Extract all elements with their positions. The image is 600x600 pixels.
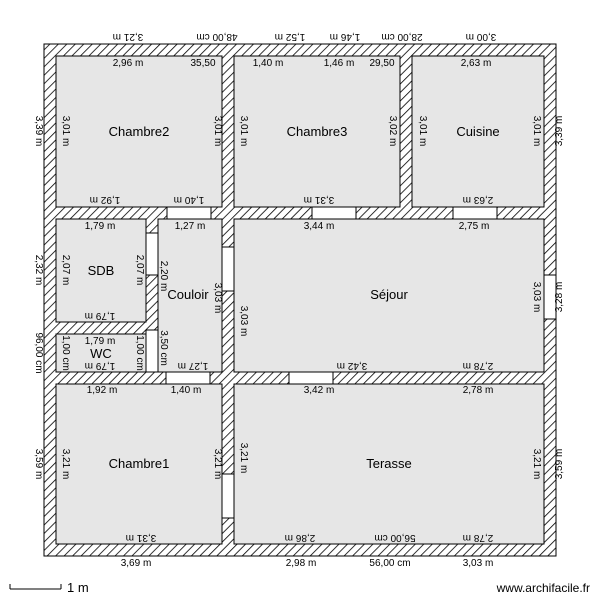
dim-chambre1-top-b: 1,40 m <box>171 385 202 396</box>
dim-sejour-top-b: 2,75 m <box>459 221 490 232</box>
room-sdb <box>55 218 147 323</box>
dim-chambre1-top-a: 1,92 m <box>87 385 118 396</box>
dim-right-outer-1: 3,39 m <box>554 116 565 147</box>
dim-top-inner-3: 1,40 m <box>253 58 284 69</box>
dim-top-outer-1: 3,21 m <box>113 31 144 42</box>
label-cuisine: Cuisine <box>456 124 499 139</box>
dim-chambre3-left: 3,01 m <box>238 116 249 147</box>
room-chambre1 <box>55 383 223 545</box>
dim-bottom-outer-4: 3,03 m <box>463 558 494 569</box>
dim-terasse-bottom-b: 56,00 cm <box>374 532 415 543</box>
door-terasse <box>288 371 334 385</box>
dim-cuisine-right: 3,01 m <box>531 116 542 147</box>
label-couloir: Couloir <box>167 287 209 302</box>
scale-bar <box>9 584 62 590</box>
dim-sdb-left: 2,07 m <box>60 255 71 286</box>
dim-terasse-bottom-c: 2,78 m <box>463 532 494 543</box>
dim-top-outer-4: 1,46 m <box>330 31 361 42</box>
dim-wc-left: 1,00 cm <box>60 335 71 371</box>
dim-chambre3-bottom: 3,31 m <box>304 194 335 205</box>
dim-couloir-bottom: 1,27 m <box>178 360 209 371</box>
label-sejour: Séjour <box>370 287 408 302</box>
label-terasse: Terasse <box>366 456 412 471</box>
dim-chambre3-right: 3,02 m <box>387 116 398 147</box>
door-chambre3 <box>311 206 357 220</box>
dim-cuisine-bottom: 2,63 m <box>463 194 494 205</box>
dim-sejour-right: 3,03 m <box>531 282 542 313</box>
dim-terasse-right: 3,21 m <box>531 449 542 480</box>
dim-chambre2-bottom-a: 1,92 m <box>90 194 121 205</box>
dim-left-outer-4: 3,59 m <box>33 449 44 480</box>
dim-left-outer-1: 3,39 m <box>33 116 44 147</box>
dim-sdb-top: 1,79 m <box>85 221 116 232</box>
dim-right-outer-3: 3,59 m <box>554 449 565 480</box>
label-wc: WC <box>90 346 112 361</box>
dim-terasse-bottom-a: 2,86 m <box>285 532 316 543</box>
dim-left-outer-3: 96,00 cm <box>33 332 44 373</box>
dim-top-inner-1: 2,96 m <box>113 58 144 69</box>
dim-couloir-left2: 3,50 cm <box>158 330 169 366</box>
dim-couloir-left: 2,20 m <box>158 261 169 292</box>
dim-sejour-top-a: 3,44 m <box>304 221 335 232</box>
door-wc <box>145 329 159 373</box>
dim-bottom-outer-1: 3,69 m <box>121 558 152 569</box>
dim-chambre2-left: 3,01 m <box>60 116 71 147</box>
dim-chambre1-left: 3,21 m <box>60 449 71 480</box>
dim-top-outer-2: 48,00 cm <box>196 31 237 42</box>
dim-left-outer-2: 2,32 m <box>33 255 44 286</box>
dim-wc-top: 1,79 m <box>85 336 116 347</box>
label-chambre2: Chambre2 <box>109 124 170 139</box>
dim-right-outer-2: 3,28 m <box>554 282 565 313</box>
dim-chambre2-right: 3,01 m <box>212 116 223 147</box>
dim-bottom-outer-3: 56,00 cm <box>369 558 410 569</box>
dim-terasse-top-a: 3,42 m <box>304 385 335 396</box>
door-sdb <box>145 232 159 276</box>
dim-cuisine-left: 3,01 m <box>417 116 428 147</box>
dim-chambre1-bottom: 3,31 m <box>126 532 157 543</box>
dim-bottom-outer-2: 2,98 m <box>286 558 317 569</box>
room-chambre3 <box>233 55 401 208</box>
dim-wc-bottom: 1,79 m <box>85 360 116 371</box>
room-sejour <box>233 218 545 373</box>
dim-top-inner-5: 29,50 <box>369 58 394 69</box>
dim-couloir-right: 3,03 m <box>212 283 223 314</box>
label-chambre1: Chambre1 <box>109 456 170 471</box>
door-sejour <box>221 246 235 292</box>
dim-sejour-bottom-a: 3,42 m <box>337 360 368 371</box>
watermark: www.archifacile.fr <box>496 581 590 595</box>
dim-sejour-bottom-b: 2,78 m <box>463 360 494 371</box>
dim-chambre1-right: 3,21 m <box>212 449 223 480</box>
room-wc <box>55 333 147 373</box>
label-chambre3: Chambre3 <box>287 124 348 139</box>
dim-top-inner-6: 2,63 m <box>461 58 492 69</box>
dim-sdb-bottom: 1,79 m <box>85 310 116 321</box>
door-chambre2 <box>166 206 212 220</box>
window-sejour <box>543 274 557 320</box>
dim-chambre2-bottom-b: 1,40 m <box>174 194 205 205</box>
dim-sdb-right: 2,07 m <box>134 255 145 286</box>
dim-top-outer-5: 28,00 cm <box>381 31 422 42</box>
dim-top-inner-4: 1,46 m <box>324 58 355 69</box>
door-chambre1 <box>165 371 211 385</box>
dim-terasse-top-b: 2,78 m <box>463 385 494 396</box>
dim-terasse-left: 3,21 m <box>238 443 249 474</box>
room-terasse <box>233 383 545 545</box>
dim-sejour-left: 3,03 m <box>238 306 249 337</box>
label-sdb: SDB <box>88 263 115 278</box>
door-cuisine <box>452 206 498 220</box>
room-couloir <box>157 218 223 373</box>
room-chambre2 <box>55 55 223 208</box>
dim-wc-right: 1,00 cm <box>134 335 145 371</box>
dim-top-inner-2: 35,50 <box>190 58 215 69</box>
scale-label: 1 m <box>67 580 89 595</box>
room-cuisine <box>411 55 545 208</box>
dim-top-outer-3: 1,52 m <box>275 31 306 42</box>
dim-couloir-top: 1,27 m <box>175 221 206 232</box>
door-terasse-side <box>221 473 235 519</box>
dim-top-outer-6: 3,00 m <box>466 31 497 42</box>
